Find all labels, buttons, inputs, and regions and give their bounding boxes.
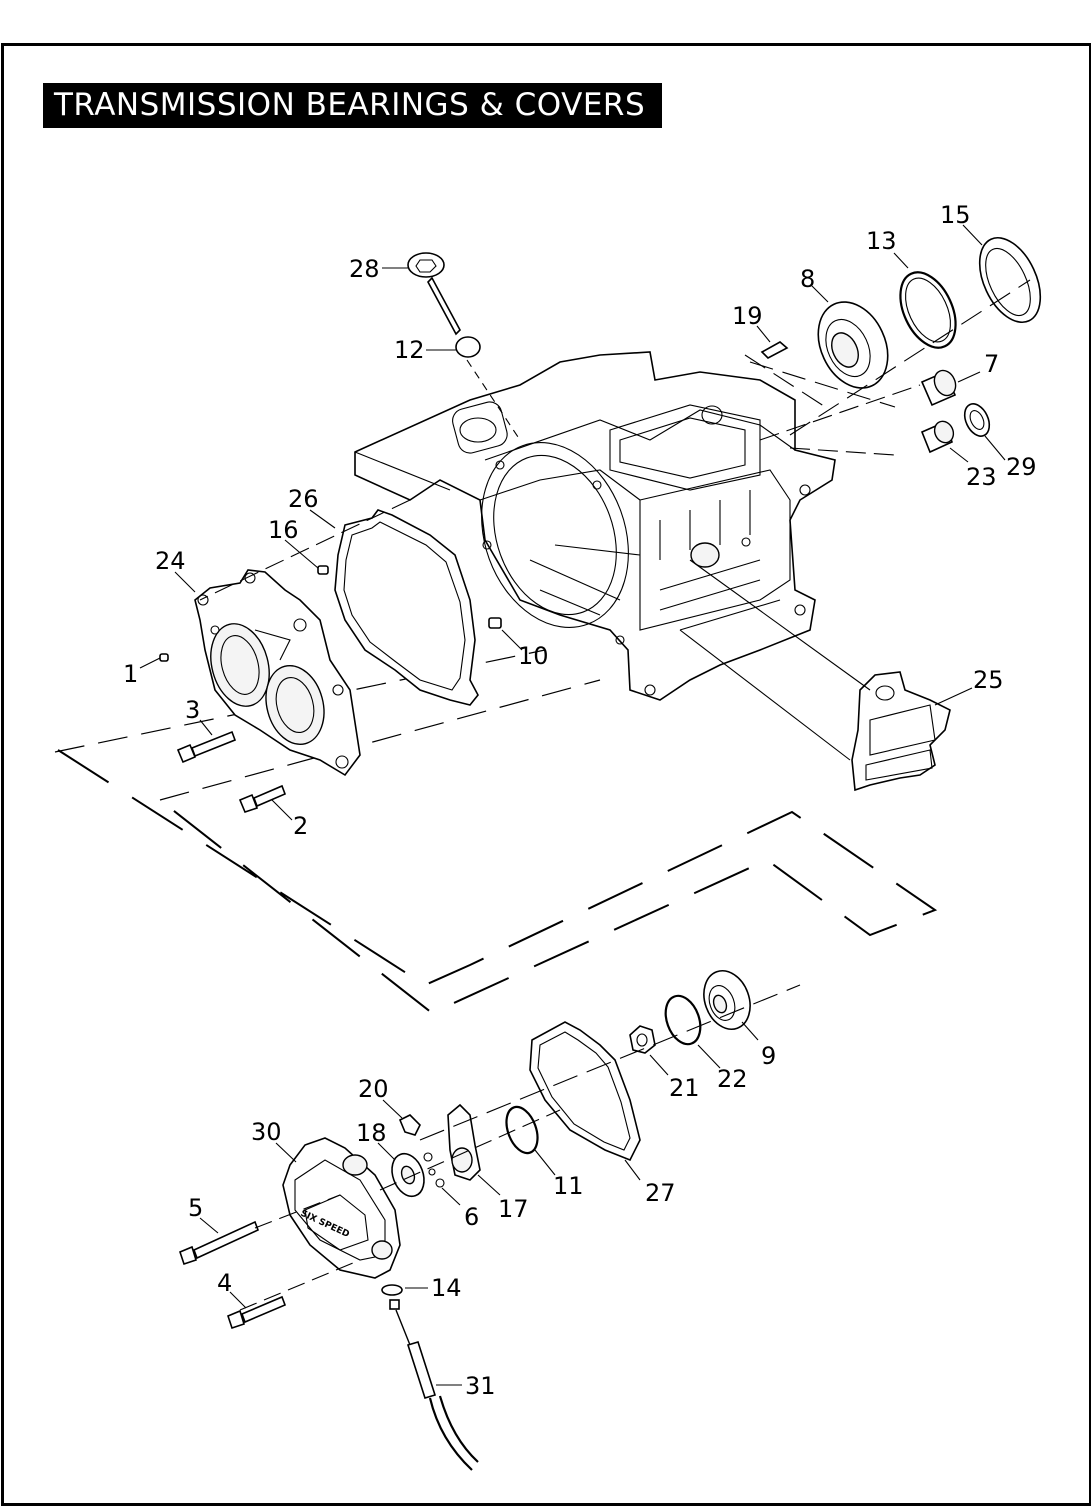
- callout-23: 23: [966, 463, 997, 491]
- o-ring-part-12: [455, 336, 481, 358]
- bolt-part-5: [179, 1220, 260, 1266]
- seal-part-15: [978, 236, 1042, 324]
- dowel-part-1: [159, 653, 169, 662]
- washer-part-18: [391, 1152, 425, 1198]
- callout-13: 13: [866, 227, 897, 255]
- callout-19: 19: [732, 302, 763, 330]
- retaining-ring-part-13: [899, 271, 957, 349]
- callout-22: 22: [717, 1065, 748, 1093]
- pin-part-20: [398, 1114, 421, 1136]
- bearing-part-7: [920, 369, 957, 407]
- retaining-ring-part-11: [505, 1105, 539, 1155]
- callout-18: 18: [356, 1119, 387, 1147]
- callout-27: 27: [645, 1179, 676, 1207]
- clutch-cable-part-31: [389, 1299, 479, 1471]
- callout-8: 8: [800, 265, 815, 293]
- callout-26: 26: [288, 485, 319, 513]
- bearing-part-8: [817, 301, 889, 389]
- side-cover-part-30: SIX SPEED: [282, 1137, 401, 1279]
- callout-17: 17: [498, 1195, 529, 1223]
- callout-2: 2: [293, 812, 308, 840]
- callout-16: 16: [268, 516, 299, 544]
- callout-9: 9: [761, 1042, 776, 1070]
- nut-part-21: [629, 1025, 656, 1054]
- callout-20: 20: [358, 1075, 389, 1103]
- bolt-part-3: [176, 730, 237, 764]
- callout-10: 10: [518, 642, 549, 670]
- retaining-ring-part-22: [664, 994, 702, 1046]
- callout-21: 21: [669, 1074, 700, 1102]
- callout-24: 24: [155, 547, 186, 575]
- diagram-title: TRANSMISSION BEARINGS & COVERS: [54, 87, 646, 123]
- dowel-part-16: [317, 565, 329, 575]
- callout-11: 11: [553, 1172, 584, 1200]
- dowel-part-6: [423, 1152, 445, 1188]
- screw-part-19: [760, 341, 789, 359]
- callout-15: 15: [940, 201, 971, 229]
- callout-14: 14: [431, 1274, 462, 1302]
- bolt-part-2: [238, 784, 287, 813]
- callout-3: 3: [185, 696, 200, 724]
- dowel-part-10: [488, 617, 502, 629]
- bearing-part-9: [703, 970, 751, 1030]
- callout-30: 30: [251, 1118, 282, 1146]
- callout-31: 31: [465, 1372, 496, 1400]
- callout-5: 5: [188, 1194, 203, 1222]
- bolt-part-4: [227, 1295, 287, 1330]
- shifter-part-17: [447, 1103, 481, 1181]
- o-ring-part-14: [381, 1284, 403, 1296]
- leader-lines: [139, 224, 1031, 1386]
- title-bar: TRANSMISSION BEARINGS & COVERS: [43, 83, 662, 128]
- callout-6: 6: [464, 1203, 479, 1231]
- transmission-case: [354, 351, 836, 701]
- bearing-housing-cover: [194, 569, 361, 777]
- callout-7: 7: [984, 350, 999, 378]
- callout-4: 4: [217, 1269, 232, 1297]
- gasket-part-26: [334, 509, 479, 706]
- callout-12: 12: [394, 336, 425, 364]
- gasket-part-27: [529, 1021, 641, 1162]
- callout-28: 28: [349, 255, 380, 283]
- callout-1: 1: [123, 660, 138, 688]
- washer-part-29: [963, 403, 991, 437]
- callout-25: 25: [973, 666, 1004, 694]
- plate-part-25: [851, 671, 951, 792]
- callout-labels: 1 2 3 4 5 6 7 8 9 10 11 12 13 14 15 16 1…: [123, 201, 1037, 1400]
- callout-29: 29: [1006, 453, 1037, 481]
- bushing-part-23: [920, 420, 955, 454]
- dipstick-part-28: [407, 252, 461, 336]
